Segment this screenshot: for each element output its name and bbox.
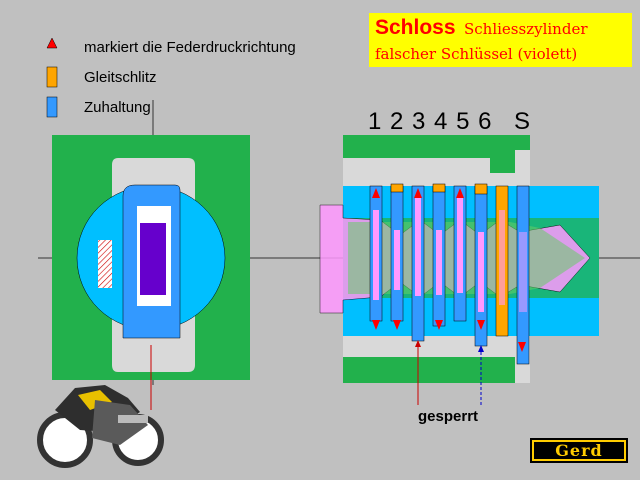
legend-label-spring-direction: markiert die Federdruckrichtung bbox=[84, 39, 296, 56]
pin-stacks bbox=[369, 183, 530, 365]
legend-label-tumbler: Zuhaltung bbox=[84, 99, 151, 116]
title-sub: Schliesszylinder bbox=[464, 20, 588, 38]
front-wrong-key bbox=[140, 223, 166, 295]
motorcycle-image bbox=[37, 385, 164, 468]
title-line2: falscher Schlüssel (violett) bbox=[375, 45, 578, 63]
logo-text: Gerd bbox=[534, 442, 624, 459]
pin-s-label: S bbox=[514, 108, 531, 135]
orange-slot-icon bbox=[46, 66, 58, 88]
pin-1-spring-arrow bbox=[372, 188, 380, 198]
legend-label-slide-slot: Gleitschlitz bbox=[84, 69, 157, 86]
front-spring bbox=[98, 240, 112, 288]
blue-tumbler-icon bbox=[46, 96, 58, 118]
title-main: Schloss bbox=[375, 16, 456, 39]
red-triangle-icon bbox=[46, 37, 58, 49]
pin-numbers: 1 2 3 4 5 6 bbox=[368, 108, 493, 135]
side-upper-channel bbox=[343, 158, 515, 186]
gerd-logo: Gerd bbox=[530, 438, 628, 463]
status-label: gesperrt bbox=[418, 408, 479, 425]
title-box: Schloss Schliesszylinder falscher Schlüs… bbox=[369, 13, 632, 67]
front-view bbox=[52, 135, 250, 410]
